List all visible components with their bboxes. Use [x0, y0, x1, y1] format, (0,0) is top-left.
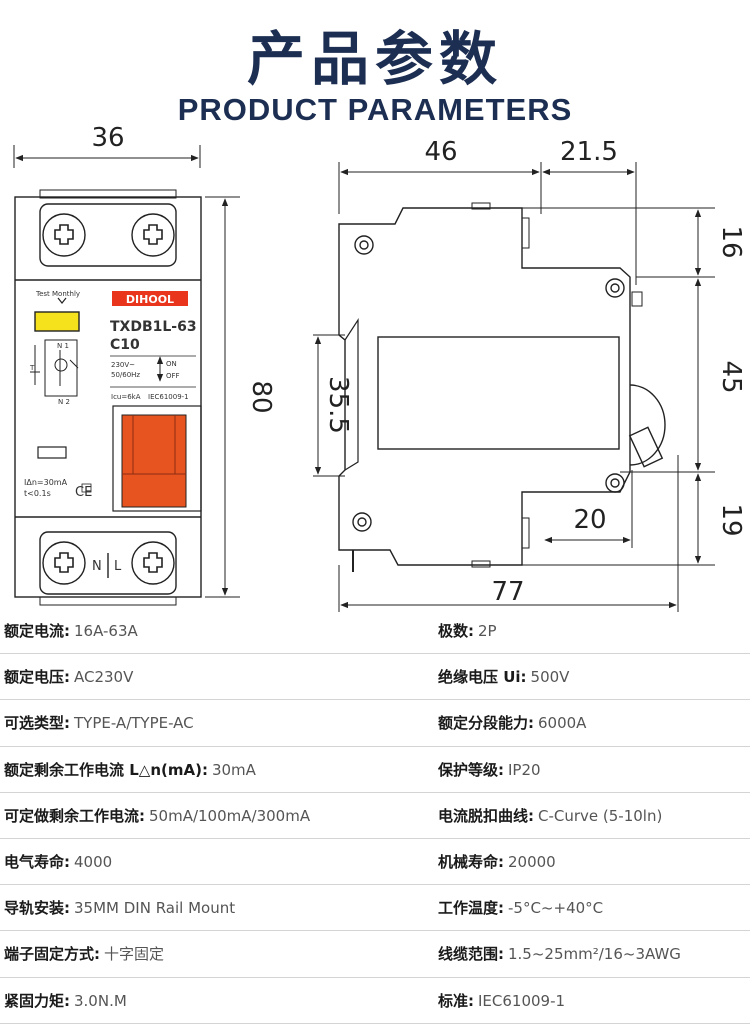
icu-label: Icu=6kA — [111, 393, 141, 401]
dim-rail: 35.5 — [323, 376, 353, 434]
spec-row: 可选类型:TYPE-A/TYPE-AC 额定分段能力:6000A — [0, 700, 750, 747]
spec-value: IEC61009-1 — [478, 991, 566, 1010]
dim-side-top: 21.5 — [560, 137, 618, 167]
dim-bottom-height: 19 — [716, 503, 746, 536]
spec-label: 绝缘电压 Ui: — [438, 668, 527, 687]
spec-value: 35MM DIN Rail Mount — [74, 899, 236, 918]
n1-label: N 1 — [57, 342, 69, 350]
off-label: OFF — [166, 372, 180, 380]
spec-row: 可定做剩余工作电流:50mA/100mA/300mA 电流脱扣曲线:C-Curv… — [0, 793, 750, 839]
spec-value: IP20 — [508, 760, 541, 779]
spec-label: 紧固力矩: — [4, 991, 70, 1010]
dim-total-width: 77 — [491, 577, 524, 607]
spec-label: 机械寿命: — [438, 852, 504, 871]
spec-label: 额定电压: — [4, 668, 70, 687]
frequency-label: 50/60Hz — [111, 371, 140, 379]
spec-label: 极数: — [438, 622, 474, 640]
spec-row: 端子固定方式:十字固定 线缆范围:1.5~25mm²/16~3AWG — [0, 931, 750, 978]
model-label: TXDB1L-63 — [110, 319, 197, 335]
idn-label: IΔn=30mA — [24, 478, 68, 487]
l-terminal-label: L — [114, 559, 122, 574]
side-view — [313, 162, 715, 612]
on-label: ON — [166, 360, 177, 368]
spec-value: 30mA — [211, 760, 256, 779]
spec-label: 可选类型: — [4, 714, 70, 733]
n2-label: N 2 — [58, 398, 70, 406]
spec-label: 端子固定方式: — [4, 945, 100, 964]
spec-label: 额定分段能力: — [438, 714, 534, 733]
brand-logo: DIHOOL — [126, 293, 174, 306]
spec-row: 电气寿命:4000 机械寿命:20000 — [0, 839, 750, 886]
spec-row: 额定电流:16A-63A 极数:2P — [0, 608, 750, 655]
spec-value: 十字固定 — [104, 945, 165, 964]
rating-label: C10 — [110, 337, 140, 353]
spec-value: 3.0N.M — [74, 991, 127, 1010]
spec-value: 20000 — [508, 852, 556, 871]
dim-lower-width: 20 — [573, 505, 606, 535]
spec-label: 工作温度: — [438, 899, 504, 918]
spec-label: 导轨安装: — [4, 899, 70, 918]
spec-label: 可定做剩余工作电流: — [4, 806, 145, 825]
front-view — [13, 145, 240, 606]
spec-value: C-Curve (5-10ln) — [538, 806, 663, 825]
spec-value: 16A-63A — [74, 622, 138, 640]
spec-label: 标准: — [438, 991, 474, 1010]
voltage-label: 230V~ — [111, 361, 135, 369]
toggle-handle — [121, 414, 187, 508]
spec-table: 额定电流:16A-63A 极数:2P 额定电压:AC230V 绝缘电压 Ui:5… — [0, 608, 750, 1024]
spec-value: AC230V — [74, 668, 134, 687]
spec-label: 额定剩余工作电流 L△n(mA): — [4, 760, 208, 779]
dimension-drawing: 36 80 Test Monthly DIHOOL TXDB1L-63 C10 … — [13, 123, 746, 612]
standard-label: IEC61009-1 — [148, 393, 189, 401]
t-label: T — [29, 364, 35, 372]
spec-value: 4000 — [74, 852, 113, 871]
test-label: Test Monthly — [35, 290, 80, 298]
spec-label: 保护等级: — [438, 760, 504, 779]
spec-value: 50mA/100mA/300mA — [149, 806, 311, 825]
dim-width-front: 36 — [91, 123, 124, 153]
spec-row: 额定剩余工作电流 L△n(mA):30mA 保护等级:IP20 — [0, 747, 750, 793]
spec-value: TYPE-A/TYPE-AC — [74, 714, 194, 733]
page-title-en: PRODUCT PARAMETERS — [177, 92, 573, 127]
spec-label: 额定电流: — [4, 622, 70, 640]
ce-mark: CE — [75, 485, 92, 500]
spec-label: 线缆范围: — [438, 945, 504, 964]
spec-row: 导轨安装:35MM DIN Rail Mount 工作温度:-5°C~+40°C — [0, 885, 750, 932]
dim-side-depth: 46 — [424, 137, 457, 167]
spec-label: 电气寿命: — [4, 852, 70, 871]
dim-mid-height: 45 — [716, 360, 746, 393]
dim-top-height: 16 — [716, 225, 746, 258]
spec-row: 额定电压:AC230V 绝缘电压 Ui:500V — [0, 654, 750, 701]
spec-value: 6000A — [538, 714, 587, 733]
dim-height-front: 80 — [246, 380, 276, 413]
spec-value: 2P — [478, 622, 497, 640]
spec-row: 紧固力矩:3.0N.M 标准:IEC61009-1 — [0, 978, 750, 1024]
page-title-cn: 产品参数 — [246, 25, 503, 93]
test-button — [34, 311, 80, 332]
spec-label: 电流脱扣曲线: — [438, 806, 534, 825]
spec-value: 500V — [530, 668, 570, 687]
time-label: t<0.1s — [24, 489, 51, 498]
spec-value: -5°C~+40°C — [508, 899, 604, 918]
spec-value: 1.5~25mm²/16~3AWG — [508, 945, 681, 964]
n-terminal-label: N — [92, 559, 102, 574]
